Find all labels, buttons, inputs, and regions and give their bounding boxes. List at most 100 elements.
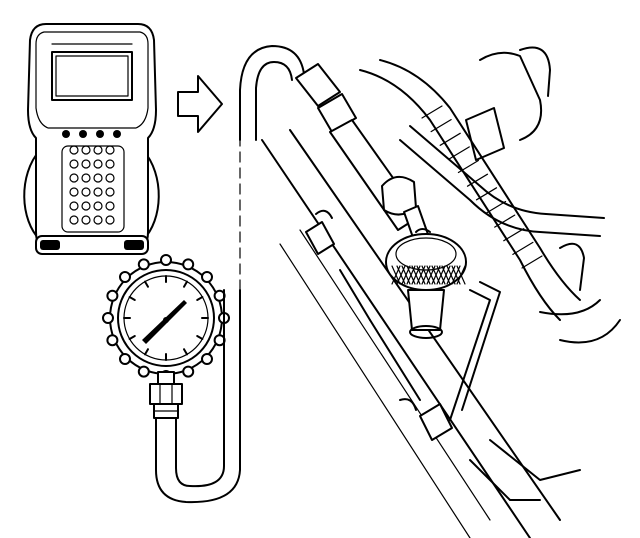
gauge-lug	[160, 254, 172, 266]
keypad-key	[69, 173, 79, 183]
bracket-clip-top	[479, 51, 542, 141]
keypad-key	[105, 215, 115, 225]
hose-lower-outer	[155, 289, 241, 504]
knurl-line	[456, 265, 466, 285]
keypad-function-key	[79, 130, 87, 138]
hose-upper-inner	[255, 61, 293, 141]
scan-tool-screen-inner	[55, 55, 129, 97]
scan-tool	[23, 23, 160, 255]
rail-clip-hook	[315, 209, 333, 219]
gauge-bezel	[117, 269, 215, 367]
gauge-tick	[144, 348, 149, 356]
keypad-function-key	[96, 130, 104, 138]
scan-tool-screen	[51, 51, 133, 101]
keypad-key	[69, 201, 79, 211]
keypad-key	[105, 187, 115, 197]
rail-clip-lower	[419, 403, 453, 441]
rail-brace-d	[559, 319, 621, 344]
keypad-key	[93, 187, 103, 197]
conduit-rib	[485, 200, 507, 215]
keypad-outline	[61, 145, 125, 233]
rail-line-d	[299, 229, 491, 521]
rail-inner-line-a	[369, 319, 421, 401]
rail-line-c	[279, 243, 471, 538]
gauge-lug	[102, 312, 114, 324]
port-valve-core	[415, 228, 431, 233]
gauge-lug	[201, 353, 213, 365]
connector-hook	[559, 242, 585, 291]
gauge-needle-hub	[163, 317, 169, 323]
keypad-function-key	[62, 130, 70, 138]
keypad-key	[69, 215, 79, 225]
conduit-ribs	[421, 105, 543, 269]
keypad-key	[69, 187, 79, 197]
bracket-tab	[465, 107, 505, 161]
harness-upper-a	[359, 69, 561, 321]
keypad-key	[81, 159, 91, 169]
bracket-clip-ring	[519, 46, 551, 97]
gauge-lug	[137, 365, 150, 378]
conduit-rib	[494, 214, 516, 228]
scan-tool-foot-left	[40, 240, 60, 250]
gauge-lug	[182, 258, 195, 271]
conduit-rib	[503, 228, 525, 242]
gauge-tick	[183, 280, 188, 288]
fuel-rail-assembly	[261, 46, 621, 538]
conduit-rib	[475, 187, 498, 201]
rail-brace-c	[539, 299, 601, 316]
keypad-key	[81, 201, 91, 211]
keypad-key	[93, 201, 103, 211]
keypad-key	[105, 201, 115, 211]
conduit-rib	[448, 146, 470, 160]
keypad-key	[81, 173, 91, 183]
keypad-key	[93, 159, 103, 169]
keypad-function-key	[113, 130, 121, 138]
pressure-gauge	[102, 254, 230, 419]
keypad-key	[81, 187, 91, 197]
gauge-lug	[119, 271, 131, 283]
gauge-tick	[128, 335, 136, 340]
conduit-rib	[457, 159, 479, 174]
conduit-rib	[421, 105, 443, 119]
scan-tool-bezel	[35, 31, 149, 129]
conduit-rib	[466, 173, 489, 187]
rail-inner-line-b	[339, 269, 371, 321]
harness-mid-a	[399, 139, 601, 237]
gauge-tick	[144, 280, 149, 288]
hose-lower-inner	[175, 289, 225, 488]
gauge-ticks	[123, 275, 209, 361]
gauge-lug	[119, 353, 131, 365]
gauge-lug	[201, 271, 213, 283]
hose-upper-outer	[239, 45, 305, 141]
scan-tool-body	[27, 23, 157, 253]
rail-end-a	[469, 459, 541, 501]
port-body	[407, 289, 445, 331]
rail-end-b	[489, 439, 581, 481]
port-base	[409, 325, 443, 339]
harness-mid-b	[409, 125, 605, 219]
port-cap-face	[395, 237, 457, 271]
keypad-key	[93, 215, 103, 225]
scan-tool-left-grip	[23, 149, 41, 241]
harness-upper-b	[379, 59, 581, 301]
gauge-hex-nut	[149, 383, 183, 405]
gauge-tick	[196, 296, 204, 301]
scan-tool-bumper	[35, 235, 149, 255]
gauge-lug	[182, 365, 195, 378]
gauge-lug	[137, 258, 150, 271]
keypad-key	[105, 173, 115, 183]
keypad-key	[81, 215, 91, 225]
conduit-rib	[521, 255, 543, 269]
gauge-tick	[196, 335, 204, 340]
gauge-lug	[106, 289, 119, 302]
scan-tool-foot-right	[124, 240, 144, 250]
gauge-bezel-lugs	[102, 254, 230, 382]
conduit-rib	[439, 132, 461, 146]
right-arrow-icon	[177, 75, 223, 133]
rail-bolt	[399, 398, 417, 411]
fuel-pressure-port	[381, 175, 467, 339]
gauge-stem	[157, 371, 175, 385]
rail-brace-b	[461, 281, 501, 411]
keypad-key	[69, 159, 79, 169]
